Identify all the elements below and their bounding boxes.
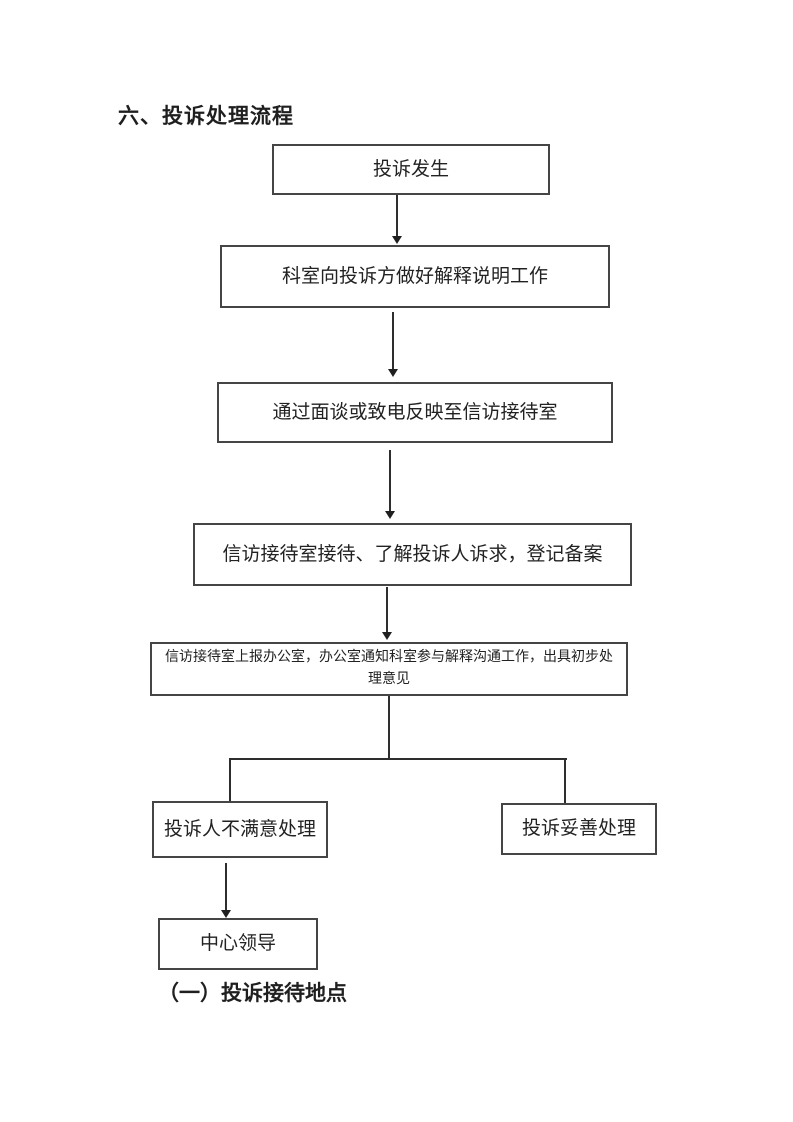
arrow-down-icon	[388, 369, 398, 377]
flow-node-dept-explain: 科室向投诉方做好解释说明工作	[220, 245, 610, 308]
flow-branch-line	[229, 758, 567, 760]
flow-connector-2	[392, 312, 394, 370]
flow-connector-4	[386, 587, 388, 633]
flow-node-complaint-occurs: 投诉发生	[272, 144, 550, 195]
flow-node-contact-reception: 通过面谈或致电反映至信访接待室	[217, 382, 613, 443]
flow-connector-5	[388, 696, 390, 760]
arrow-down-icon	[382, 632, 392, 640]
section-title: 六、投诉处理流程	[118, 105, 294, 128]
flow-node-unsatisfied: 投诉人不满意处理	[152, 801, 328, 858]
flow-node-center-leadership: 中心领导	[158, 918, 318, 970]
arrow-down-icon	[392, 236, 402, 244]
flow-connector-6	[225, 863, 227, 911]
flow-connector-left	[229, 760, 231, 801]
flow-node-properly-handled: 投诉妥善处理	[501, 803, 657, 855]
flow-connector-3	[389, 450, 391, 512]
arrow-down-icon	[385, 511, 395, 519]
arrow-down-icon	[221, 910, 231, 918]
flow-node-reception-register: 信访接待室接待、了解投诉人诉求，登记备案	[193, 523, 632, 586]
subsection-title: （一）投诉接待地点	[158, 981, 347, 1005]
flow-node-office-coordinate: 信访接待室上报办公室，办公室通知科室参与解释沟通工作，出具初步处理意见	[150, 642, 628, 696]
flow-connector-1	[396, 195, 398, 237]
flow-connector-right	[564, 760, 566, 803]
